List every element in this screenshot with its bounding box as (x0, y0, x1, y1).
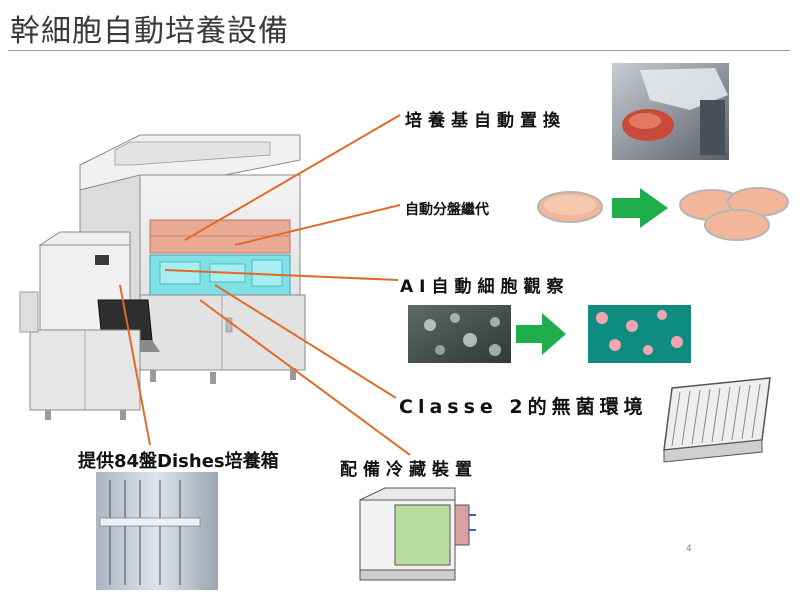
callout-lines (119, 114, 411, 456)
green-arrow-passage (612, 188, 668, 228)
page-number: 4 (686, 544, 692, 554)
automated-culture-machine (19, 134, 306, 420)
callout-line-auto-passage (234, 204, 401, 246)
hepa-filter-illustration (663, 377, 771, 463)
green-arrow-ai (516, 313, 566, 355)
cold-storage-illustration (359, 487, 476, 581)
medium-exchange-photo (612, 63, 729, 160)
incubator-photo (96, 472, 218, 590)
label-cold-storage: 配備冷藏裝置 (340, 460, 478, 480)
callout-line-ai-observation (164, 269, 399, 281)
title-divider (8, 50, 790, 51)
callout-line-sterile-env (214, 284, 397, 399)
label-medium-exchange: 培養基自動置換 (405, 111, 566, 131)
target-dish-3 (704, 209, 770, 241)
slide-title: 幹細胞自動培養設備 (10, 14, 289, 49)
ai-observation-illustration (408, 305, 691, 363)
label-sterile-environment: Classe 2的無菌環境 (399, 396, 648, 418)
callout-line-incubator (119, 284, 151, 446)
callout-line-medium-exchange (184, 114, 401, 241)
label-auto-passage: 自動分盤繼代 (405, 202, 489, 218)
passage-illustration (537, 187, 789, 241)
label-ai-observation: AI自動細胞觀察 (400, 277, 570, 297)
callout-line-cold-storage (199, 299, 411, 456)
label-incubator: 提供84盤Dishes培養箱 (78, 451, 279, 472)
